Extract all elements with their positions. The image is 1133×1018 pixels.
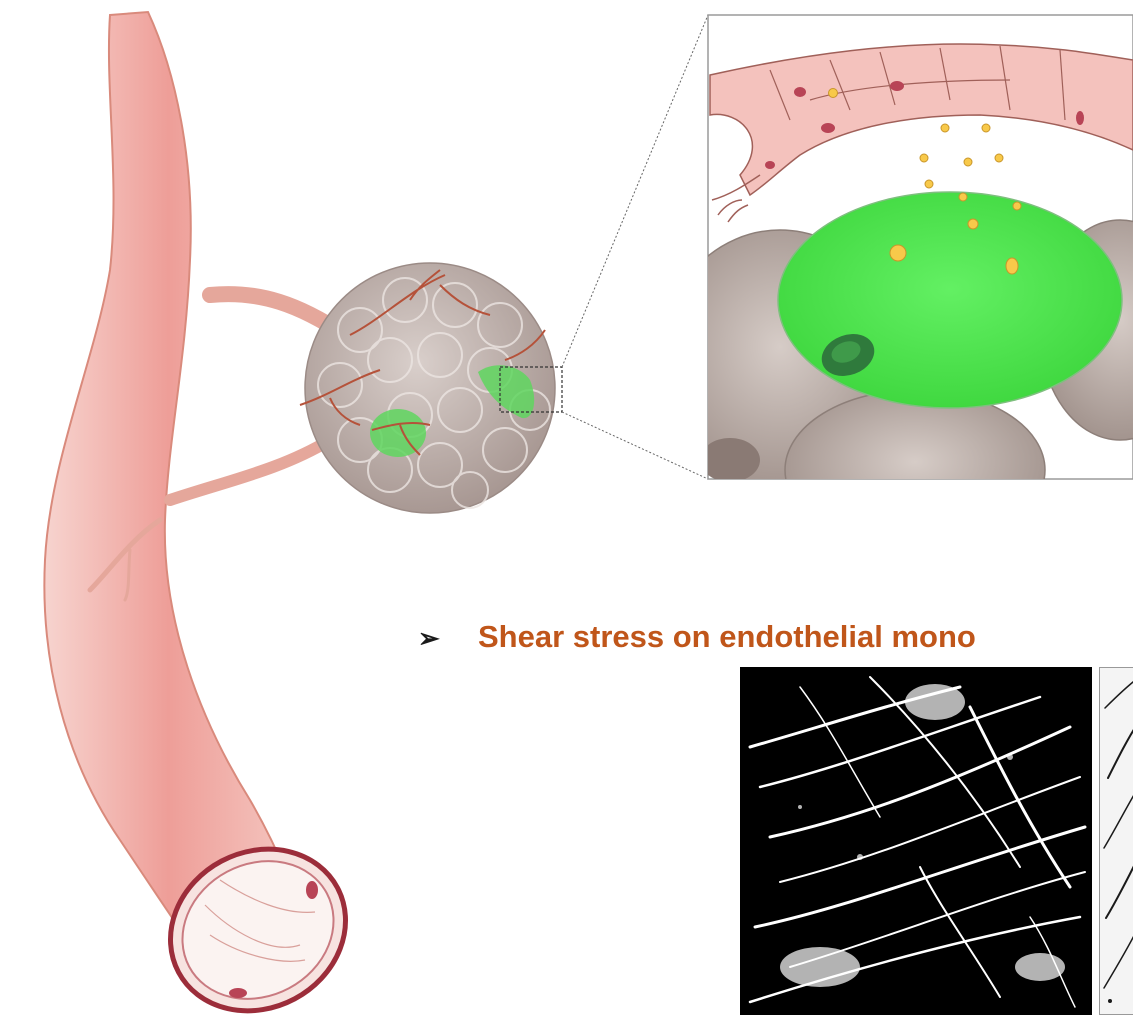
spheroid: [300, 263, 562, 513]
inverted-micrograph: [1099, 667, 1133, 1015]
bullet-arrow-icon: ➢: [418, 613, 478, 662]
zoom-lines: [562, 15, 708, 479]
zoom-inset: [660, 15, 1133, 550]
bullet-heading-text: Shear stress on endothelial mono: [478, 619, 976, 654]
fluorescence-micrograph: [740, 667, 1092, 1015]
blood-vessel: [44, 12, 374, 1018]
bullet-heading: ➢Shear stress on endothelial mono: [418, 612, 1133, 662]
